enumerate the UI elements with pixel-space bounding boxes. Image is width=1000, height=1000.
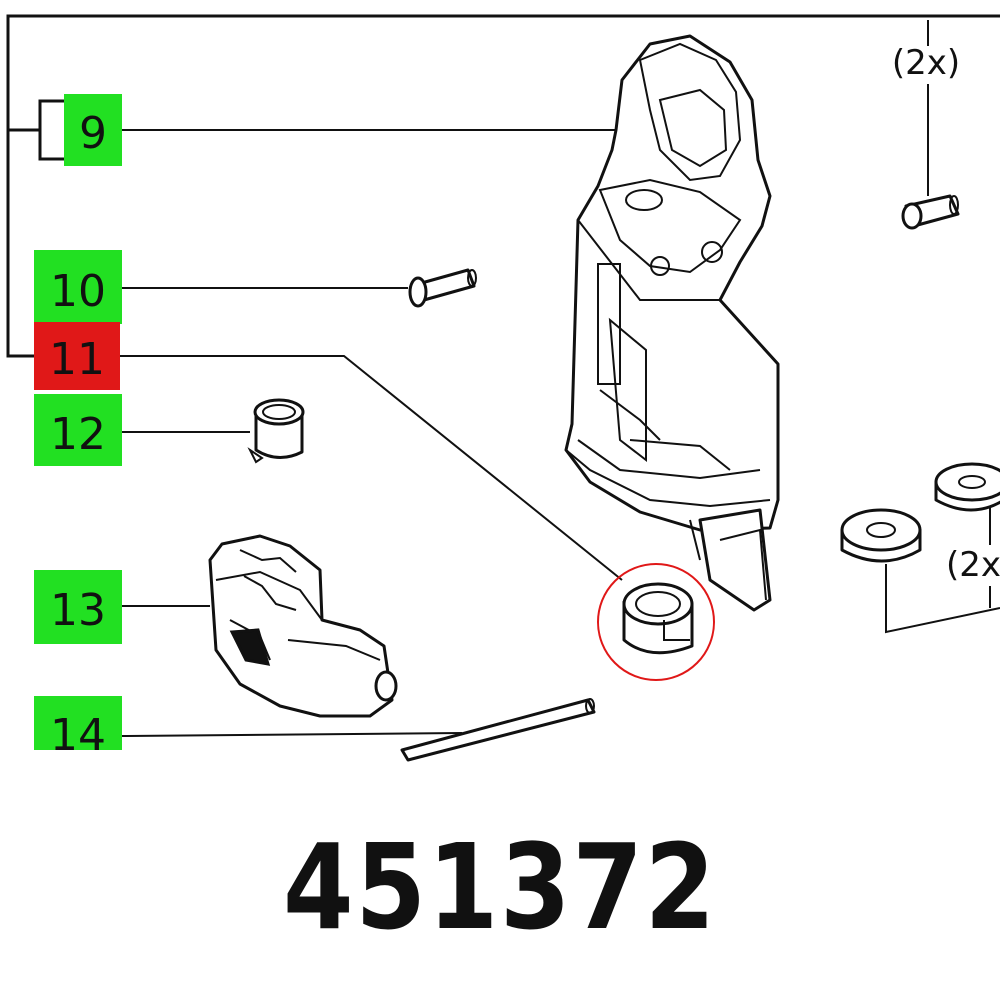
callout-9[interactable]: 9 <box>64 94 122 166</box>
callout-9-label: 9 <box>79 108 107 159</box>
screw-part <box>408 268 477 308</box>
washer-part-back <box>934 462 1000 512</box>
bracket-lines <box>6 14 1000 358</box>
callout-13-box <box>34 570 122 644</box>
rod-part <box>400 698 596 762</box>
housing-part <box>564 34 780 612</box>
callout-10-label: 10 <box>50 266 106 317</box>
callout-9-box <box>64 94 122 166</box>
callout-12[interactable]: 12 <box>34 394 122 466</box>
cap-part <box>208 534 398 718</box>
callout-11[interactable]: 11 <box>34 322 120 390</box>
highlight-circle <box>597 563 715 681</box>
callout-13[interactable]: 13 <box>34 570 122 644</box>
part-number: 451372 <box>282 818 717 956</box>
quantity-label-top: (2x) <box>892 43 960 83</box>
bushing-part <box>622 582 694 655</box>
sleeve-part <box>247 398 305 464</box>
callout-10-box <box>34 250 122 324</box>
quantity-label-right: (2x) <box>946 545 1000 585</box>
leader-lines <box>120 129 623 737</box>
callout-11-box <box>34 322 120 390</box>
pin-part <box>901 194 960 230</box>
callout-13-label: 13 <box>50 585 106 636</box>
callout-11-label: 11 <box>49 334 105 385</box>
washer-part-front <box>840 508 922 563</box>
callout-12-label: 12 <box>50 409 106 460</box>
callout-12-box <box>34 394 122 466</box>
callout-14-box <box>34 696 122 750</box>
callout-10[interactable]: 10 <box>34 250 122 324</box>
